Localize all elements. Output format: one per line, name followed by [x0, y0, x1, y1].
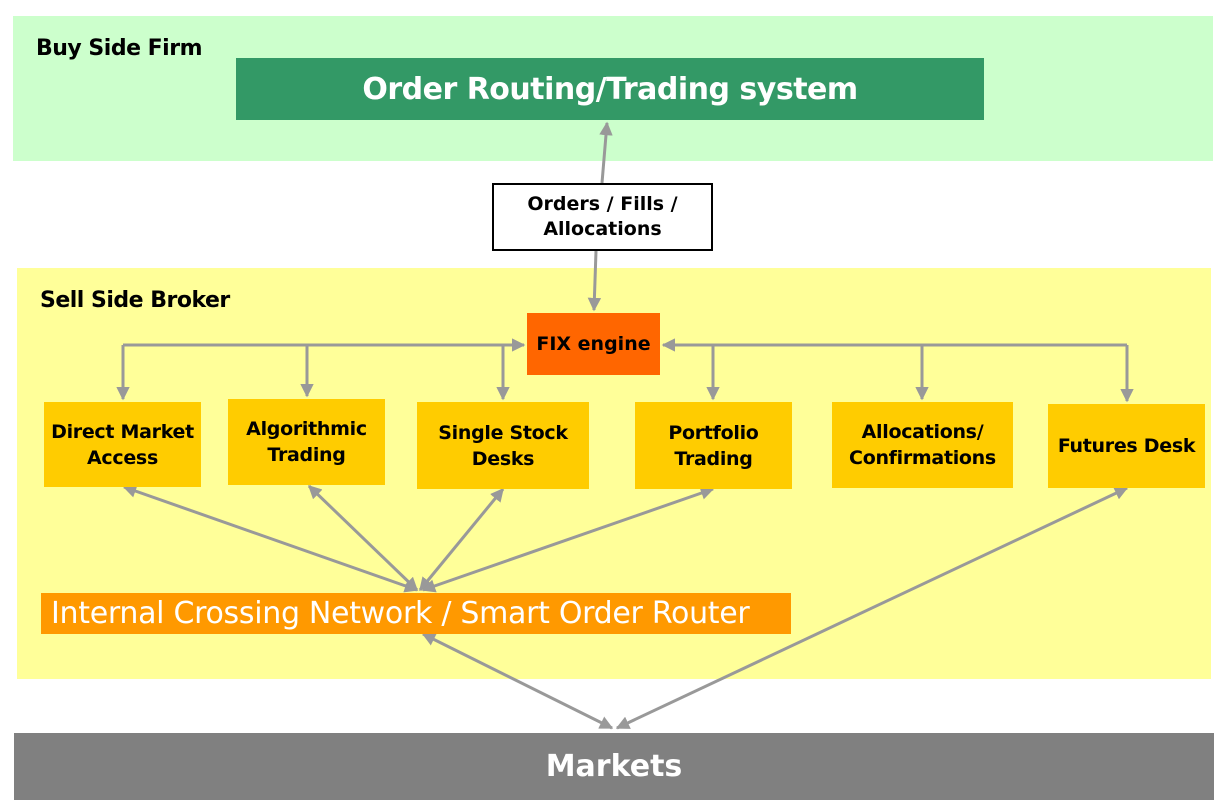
- arrow-message-box-to-order-system: [599, 121, 613, 184]
- desk-label-line-2: Desks: [471, 447, 535, 470]
- fix-engine: FIX engine: [527, 313, 660, 375]
- desk-label-line-1: Allocations/: [861, 421, 984, 443]
- arrow-fix-to-message-box: [587, 250, 602, 312]
- arrow-router-markets: [421, 632, 614, 730]
- desk-label-line-1: Portfolio: [668, 421, 759, 444]
- desk-label-line-2: Access: [87, 446, 158, 469]
- messages-line-2: Allocations: [543, 218, 662, 240]
- desk-label-line-1: Single Stock: [438, 421, 568, 444]
- desk-label-line-1: Algorithmic: [246, 418, 367, 440]
- arrow-futures-markets: [615, 486, 1129, 730]
- desk-allocations-confirmations: Allocations/Confirmations: [832, 402, 1013, 488]
- sell-side-label: Sell Side Broker: [40, 288, 230, 313]
- desk-label-line-2: Confirmations: [849, 447, 996, 469]
- desk-label-line-1: Futures Desk: [1057, 435, 1196, 457]
- desk-label-line-2: Trading: [267, 444, 346, 466]
- arrow-single-stock-router: [418, 487, 505, 592]
- markets-bar: Markets: [14, 733, 1214, 800]
- messages-line-1: Orders / Fills /: [527, 193, 678, 215]
- arrow-dma-router: [122, 484, 419, 593]
- desk-label-line-2: Trading: [674, 447, 753, 470]
- order-routing-system: Order Routing/Trading system: [236, 58, 984, 120]
- messages-box: Orders / Fills / Allocations: [492, 183, 713, 251]
- internal-crossing-network-router: Internal Crossing Network / Smart Order …: [41, 593, 791, 634]
- buy-side-label: Buy Side Firm: [36, 36, 203, 61]
- arrow-algo-router: [307, 484, 419, 592]
- arrow-portfolio-router: [421, 486, 715, 593]
- desk-futures: Futures Desk: [1048, 404, 1205, 488]
- desk-label-line-1: Direct Market: [51, 420, 194, 443]
